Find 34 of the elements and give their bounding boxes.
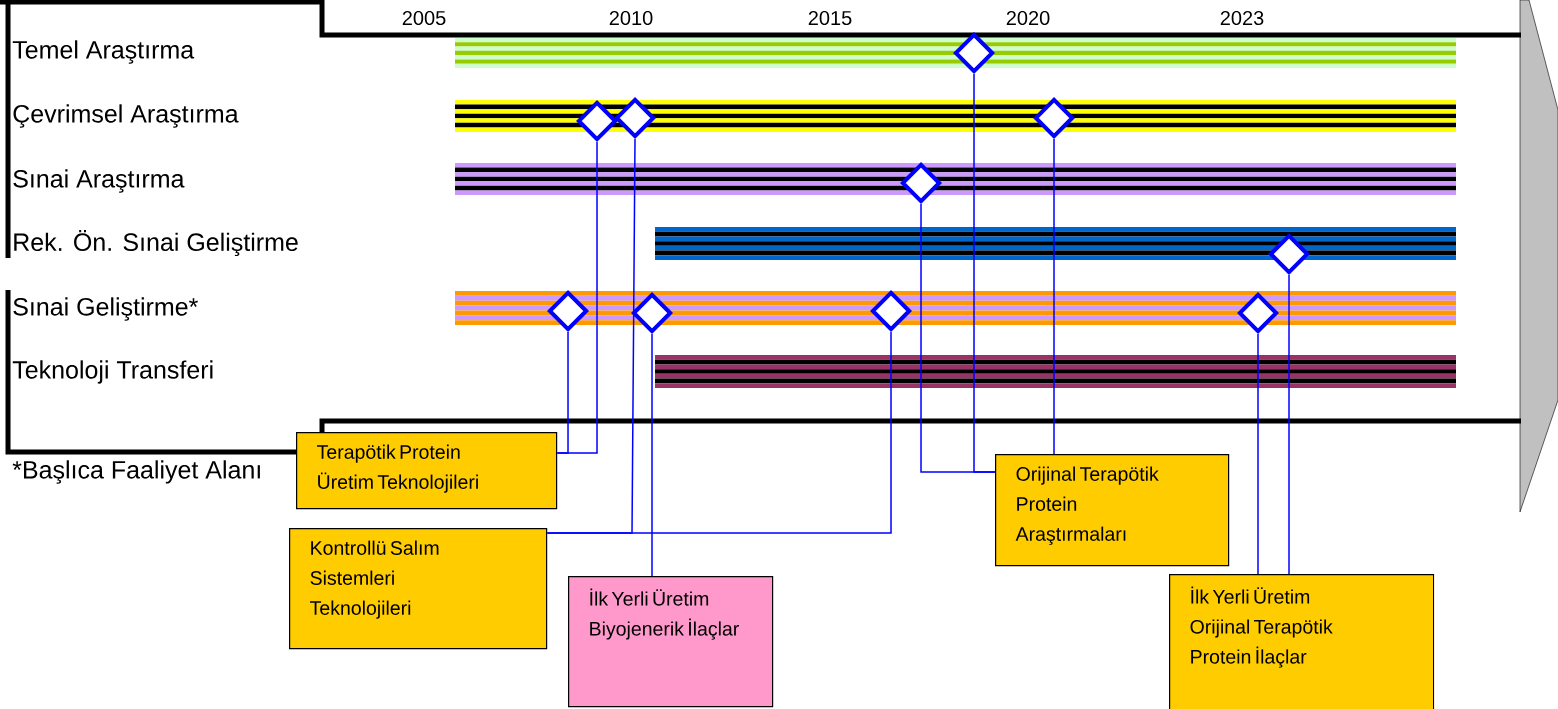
- leader-line: [556, 141, 598, 454]
- row-label: Sınai Geliştirme*: [13, 297, 198, 321]
- milestone-diamond: [1237, 292, 1279, 334]
- milestone-diamond: [1268, 233, 1310, 275]
- row-label: Rek. Ön. Sınai Geliştirme: [14, 229, 298, 257]
- milestone-box: Orijinal Terapötik Protein Araştırmaları: [995, 454, 1230, 567]
- row-label: Teknoloji Transferi: [12, 360, 213, 384]
- year-label: 2020: [1006, 10, 1050, 26]
- milestone-diamond: [953, 32, 995, 74]
- milestone-diamond: [614, 97, 656, 139]
- leader-line: [1288, 274, 1290, 575]
- milestone-box: Kontrollü Salım Sistemleri Teknolojileri: [289, 528, 548, 650]
- milestone-diamond: [870, 290, 912, 332]
- row-label: Çevrimsel Araştırma: [13, 104, 239, 128]
- leader-line: [651, 333, 653, 577]
- leader-line: [546, 331, 892, 534]
- row-label: Temel Araştırma: [12, 40, 195, 64]
- milestone-diamond: [900, 162, 942, 204]
- year-label: 2010: [609, 10, 653, 26]
- milestone-diamond: [576, 100, 618, 142]
- leader-line: [973, 73, 996, 473]
- year-label: 2005: [402, 10, 446, 26]
- milestone-diamond: [547, 290, 589, 332]
- year-label: 2023: [1220, 10, 1264, 26]
- milestone-diamond: [1033, 97, 1075, 139]
- footnote: *Başlıca Faaliyet Alanı: [12, 460, 260, 484]
- leader-line: [1257, 333, 1259, 575]
- year-label: 2015: [808, 10, 852, 26]
- milestone-diamond: [631, 292, 673, 334]
- milestone-box: İlk Yerli Üretim Biyojenerik İlaçlar: [568, 576, 774, 708]
- row-label: Sınai Araştırma: [13, 169, 185, 193]
- milestone-box: İlk Yerli Üretim Orijinal Terapötik Protein İlaçlar: [1169, 574, 1435, 709]
- milestone-box: Terapötik Protein Üretim Teknolojileri: [296, 432, 558, 510]
- leader-line: [1053, 138, 1055, 455]
